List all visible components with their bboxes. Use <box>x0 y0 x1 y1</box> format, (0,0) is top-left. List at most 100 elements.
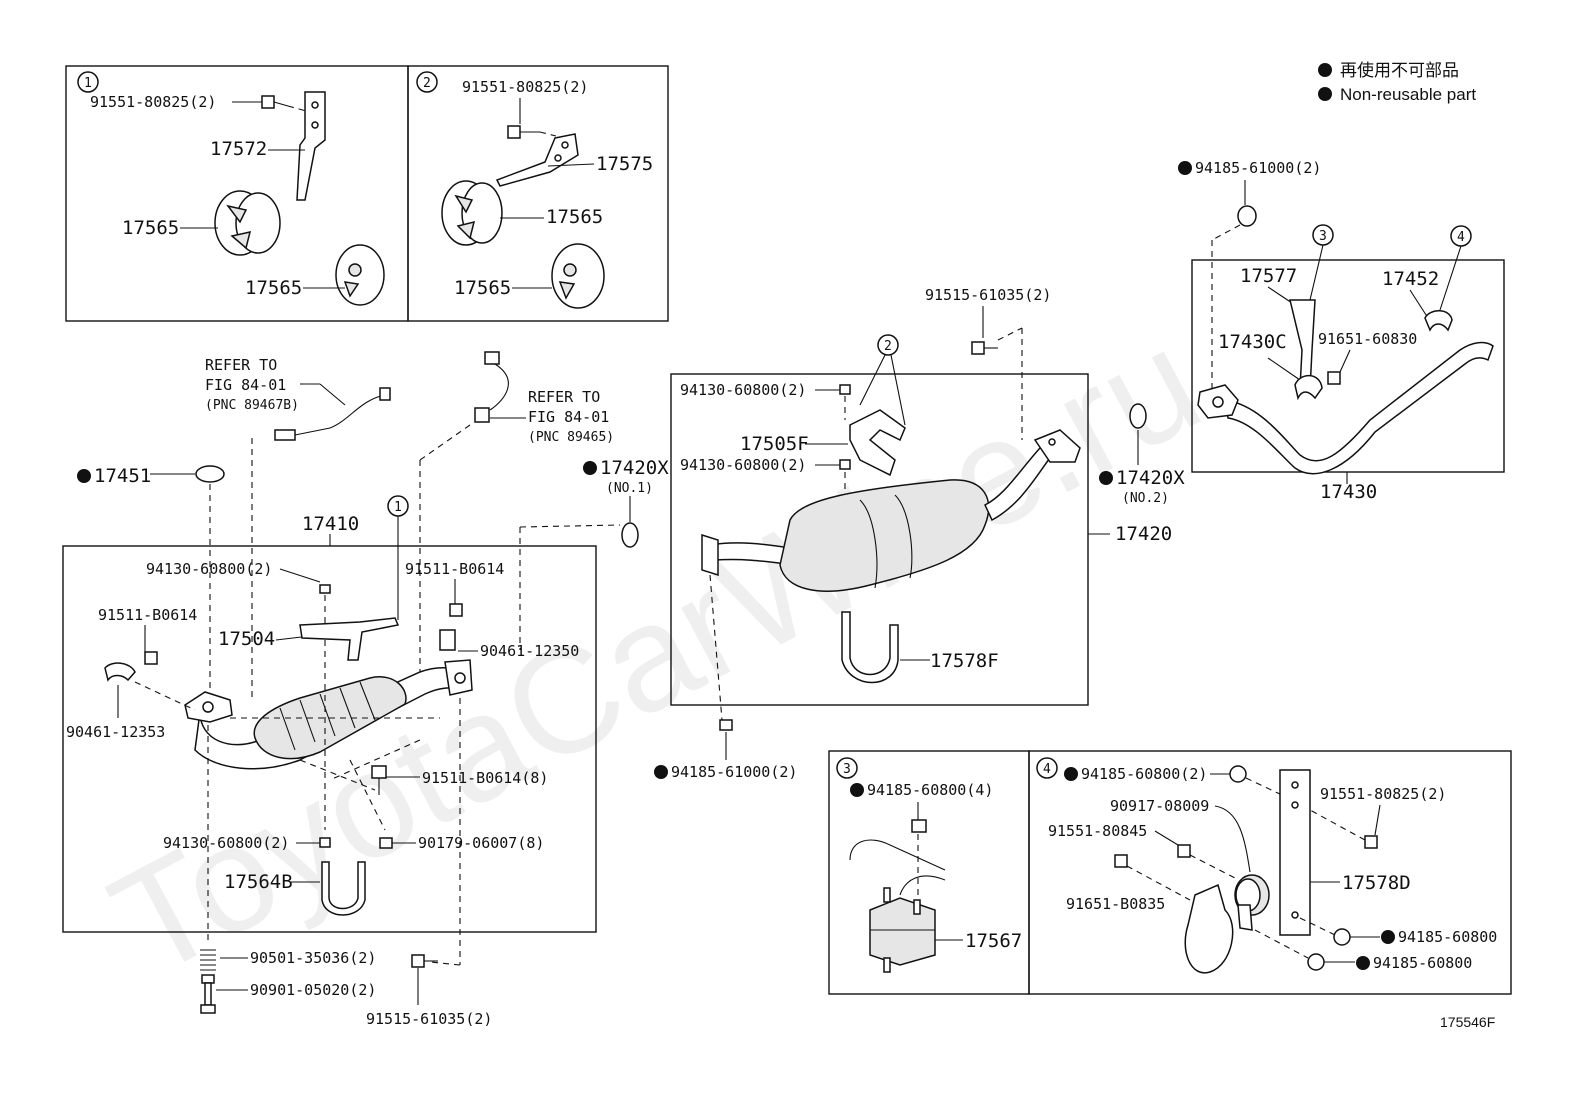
hanger-band <box>1184 883 1234 974</box>
hanger-17578D <box>1279 769 1311 936</box>
nut-icon <box>1237 205 1257 227</box>
label-17567: 17567 <box>965 930 1022 952</box>
bolt-icon <box>371 765 387 779</box>
bolt-icon <box>1177 844 1191 858</box>
inset-marker-2-label: 2 <box>423 76 431 91</box>
inset-2: 2 91551-80825(2) 17575 17565 17565 <box>407 65 669 322</box>
stay-17430C <box>1294 374 1323 401</box>
bolt-icon <box>261 95 289 109</box>
tail-pipe <box>1224 341 1494 475</box>
oxygen-sensor-2: REFER TO FIG 84-01 (PNC 89465) <box>419 351 614 700</box>
muffler-body <box>779 479 990 592</box>
rubber-mount-icon <box>441 180 503 246</box>
label-17565: 17565 <box>454 277 511 299</box>
label-91511-B0614-8: 91511-B0614(8) <box>422 769 548 787</box>
label-17565: 17565 <box>245 277 302 299</box>
bolt-icon <box>507 125 540 139</box>
rubber-mount-icon <box>214 190 281 256</box>
bolt-icon <box>1114 854 1128 868</box>
pnc-label: (PNC 89465) <box>528 430 614 445</box>
label-17430: 17430 <box>1320 481 1377 503</box>
label-94130-60800: 94130-60800(2) <box>163 834 289 852</box>
inset-marker-2 <box>877 334 899 356</box>
label-94185-60800: 94185-60800(2) <box>1081 765 1207 783</box>
non-reusable-dot-icon <box>1318 63 1332 77</box>
nut-icon <box>319 584 331 594</box>
bracket-17572 <box>296 91 326 201</box>
label-94185-60800: 94185-60800 <box>1373 954 1472 972</box>
u-bolt-17564B <box>321 861 366 916</box>
nut-icon <box>839 384 851 395</box>
bolt-icon <box>449 603 463 617</box>
front-pipe-assembly: 17451 17410 1 94130-60800(2) 91511-B0614… <box>62 465 621 1028</box>
label-17410: 17410 <box>302 513 359 535</box>
refer-to-label: REFER TO <box>528 388 600 406</box>
bolt-icon <box>144 651 158 665</box>
label-no1: (NO.1) <box>606 481 653 496</box>
center-pipe-assembly: 17420X (NO.1) 91515-61035(2) 2 94130-608… <box>583 286 1185 781</box>
bolt-icon <box>1327 371 1341 385</box>
label-91651-B0835: 91651-B0835 <box>1066 895 1165 913</box>
rubber-mount-icon <box>551 243 605 309</box>
inset-1: 1 91551-80825(2) 17572 17565 17565 <box>65 65 409 322</box>
inset-marker-2-label: 2 <box>884 339 892 354</box>
label-17578D: 17578D <box>1342 872 1411 894</box>
label-17575: 17575 <box>596 153 653 175</box>
inset-marker-1-label: 1 <box>84 76 92 91</box>
nut-icon <box>911 819 927 833</box>
label-94185-60800: 94185-60800(4) <box>867 781 993 799</box>
label-17452: 17452 <box>1382 268 1439 290</box>
legend: 再使用不可部品 Non-reusable part <box>1318 60 1476 104</box>
label-17430C: 17430C <box>1218 331 1287 353</box>
non-reusable-dot-icon <box>1178 161 1192 175</box>
flange-inlet <box>701 533 719 577</box>
legend-japanese: 再使用不可部品 <box>1340 60 1459 80</box>
label-17564B: 17564B <box>224 871 293 893</box>
inset-marker-4 <box>1036 757 1058 779</box>
clamp-90461-12353 <box>104 662 136 682</box>
label-17505F: 17505F <box>740 433 809 455</box>
gasket-17420X-no1 <box>621 522 639 548</box>
inset-marker-3-label: 3 <box>843 762 851 777</box>
bracket-17505F <box>849 409 906 477</box>
non-reusable-dot-icon <box>1356 956 1370 970</box>
bolt-icon <box>200 974 216 1014</box>
u-bolt-17578F <box>841 611 899 684</box>
non-reusable-dot-icon <box>77 469 91 483</box>
label-17451: 17451 <box>94 465 151 487</box>
nut-icon <box>1333 928 1351 946</box>
non-reusable-dot-icon <box>850 783 864 797</box>
non-reusable-dot-icon <box>1099 471 1113 485</box>
refer-to-label: REFER TO <box>205 356 277 374</box>
non-reusable-dot-icon <box>583 461 597 475</box>
label-90917-08009: 90917-08009 <box>1110 797 1209 815</box>
inset-marker-2 <box>416 71 438 93</box>
rubber-bushing-90917-08009 <box>1234 874 1270 931</box>
clamp-17452 <box>1424 310 1453 332</box>
label-90461-12350: 90461-12350 <box>480 642 579 660</box>
clamp-90461-12350 <box>439 629 456 651</box>
bolt-icon <box>411 954 438 968</box>
label-91551-80825: 91551-80825(2) <box>1320 785 1446 803</box>
label-91511-B0614: 91511-B0614 <box>405 560 504 578</box>
label-91551-80825: 91551-80825(2) <box>90 93 216 111</box>
label-no2: (NO.2) <box>1122 491 1169 506</box>
gasket-17420X-no2 <box>1129 403 1147 429</box>
inset-marker-4-label: 4 <box>1043 762 1051 777</box>
label-94130-60800: 94130-60800(2) <box>680 456 806 474</box>
bolt-icon <box>1364 835 1378 849</box>
nut-icon <box>839 459 851 470</box>
assembly-17420-frame <box>670 373 1089 706</box>
label-17572: 17572 <box>210 138 267 160</box>
inset-marker-3-label: 3 <box>1319 229 1327 244</box>
non-reusable-dot-icon <box>1381 930 1395 944</box>
non-reusable-dot-icon <box>654 765 668 779</box>
fig-label: FIG 84-01 <box>528 408 609 426</box>
tail-pipe-assembly: 94185-61000(2) 3 4 17577 17452 17430C 91… <box>1178 159 1505 503</box>
inset-marker-3 <box>836 757 858 779</box>
rubber-mount-icon <box>335 244 385 306</box>
label-91551-80825: 91551-80825(2) <box>462 78 588 96</box>
nut-icon <box>379 837 393 849</box>
inset-marker-1 <box>77 71 99 93</box>
gasket-17451 <box>195 465 225 483</box>
